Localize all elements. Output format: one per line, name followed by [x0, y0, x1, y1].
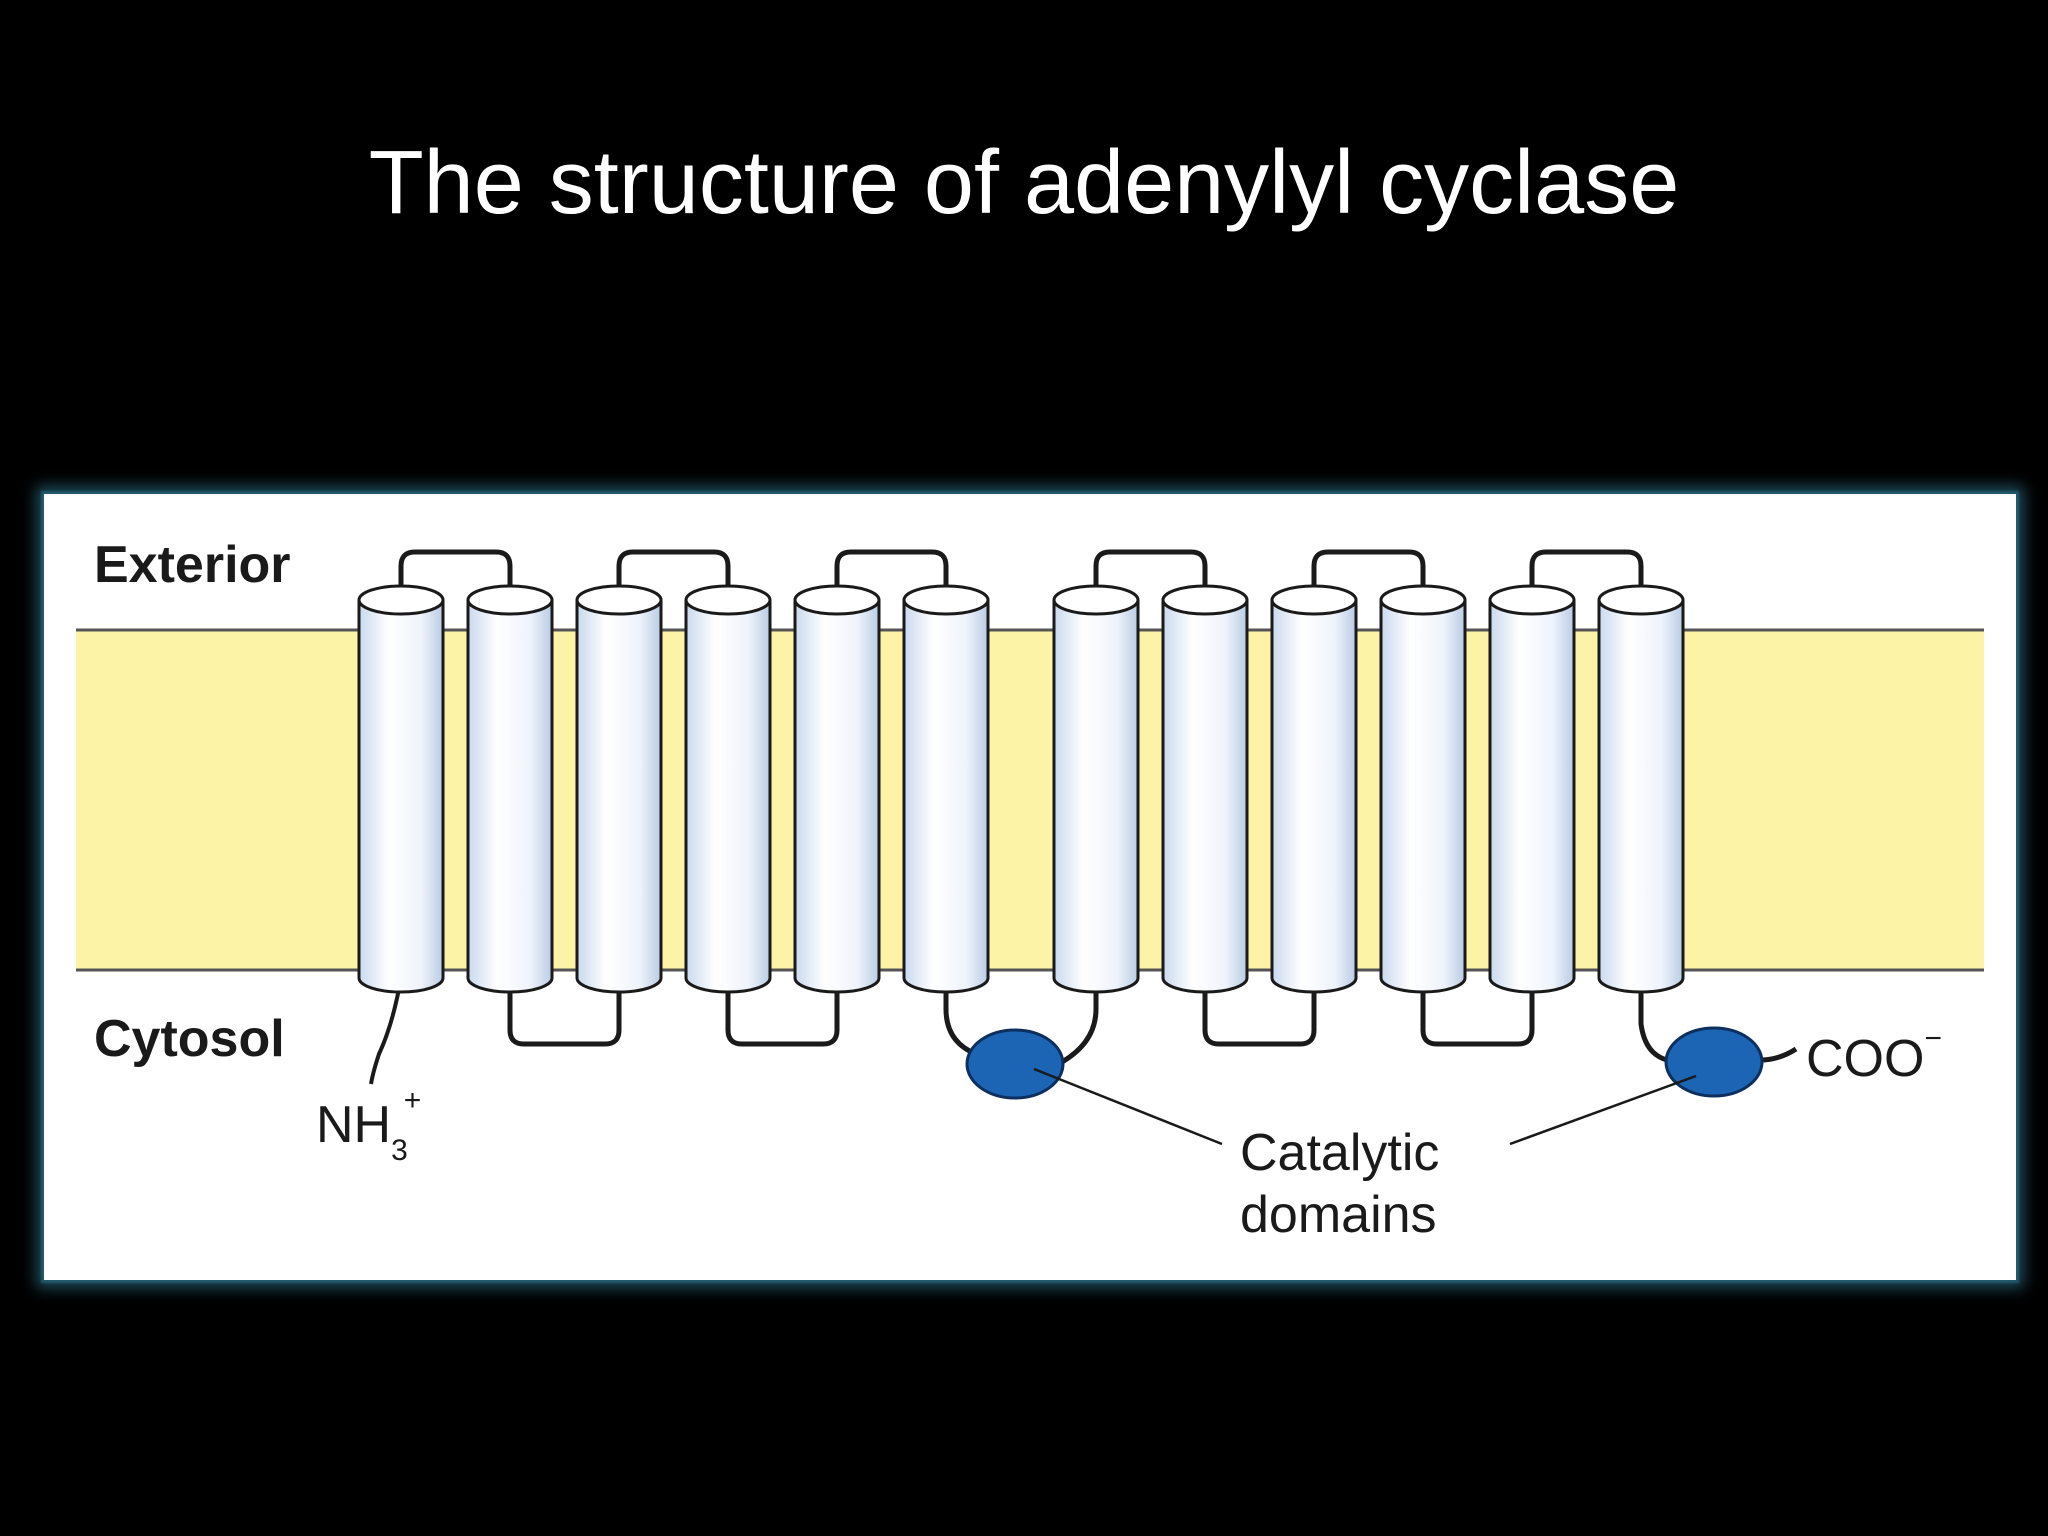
n-terminus-subscript: 3 — [391, 1134, 408, 1167]
exterior-label: Exterior — [94, 536, 291, 594]
helix-body — [1488, 600, 1576, 994]
helix-body — [1597, 600, 1685, 994]
helix-body — [357, 600, 445, 994]
slide-title: The structure of adenylyl cyclase — [368, 133, 1680, 233]
intracellular-loop-2 — [725, 978, 840, 1047]
helix-5 — [793, 584, 881, 994]
cytosol-label: Cytosol — [94, 1010, 285, 1068]
helix-cap — [1052, 584, 1140, 616]
intracellular-loop-4 — [1202, 978, 1317, 1047]
catalytic-pointer-1 — [1033, 1067, 1223, 1146]
helix-cap — [466, 584, 554, 616]
helix-body — [1161, 600, 1249, 994]
catalytic-pointer-2 — [1509, 1074, 1697, 1146]
c-terminus-label: COO− — [1806, 1022, 1942, 1088]
adenylyl-cyclase-figure: Exterior Cytosol NH3 + COO− Catalytic dom… — [44, 494, 2016, 1280]
transmembrane-helices — [357, 584, 1685, 994]
coo-tail — [1759, 1046, 1798, 1063]
extracellular-loop-4 — [1093, 549, 1208, 600]
helix-body — [1379, 600, 1467, 994]
catalytic-domain-1 — [965, 1028, 1065, 1100]
helix-body — [1270, 600, 1358, 994]
helix-cap — [793, 584, 881, 616]
helix-cap — [1270, 584, 1358, 616]
catalytic-label-line1: Catalytic — [1240, 1124, 1439, 1182]
helix-9 — [1270, 584, 1358, 994]
helix-cap — [902, 584, 990, 616]
helix-body — [684, 600, 772, 994]
helix-cap — [1161, 584, 1249, 616]
extracellular-loop-6 — [1529, 549, 1644, 600]
c-terminus-superscript: − — [1924, 1022, 1942, 1055]
helix-body — [575, 600, 663, 994]
helix-10 — [1379, 584, 1467, 994]
intracellular-loop-5 — [1420, 978, 1535, 1047]
helix-body — [1052, 600, 1140, 994]
n-terminus-superscript: + — [404, 1084, 422, 1117]
intracellular-loop-1 — [507, 978, 622, 1047]
extracellular-loop-1 — [398, 549, 513, 600]
helix-body — [902, 600, 990, 994]
helix-cap — [1379, 584, 1467, 616]
helix-6 — [902, 584, 990, 994]
n-terminus-base: NH — [316, 1096, 391, 1154]
helix-12 — [1597, 584, 1685, 994]
catalytic-label-line2: domains — [1240, 1186, 1437, 1244]
helix-11 — [1488, 584, 1576, 994]
helix-1 — [357, 584, 445, 994]
n-terminus-label: NH3 + — [316, 1084, 421, 1167]
membrane-topology-diagram: Exterior Cytosol NH3 + COO− Catalytic dom… — [76, 536, 1984, 1244]
helix-body — [793, 600, 881, 994]
helix-3 — [575, 584, 663, 994]
extracellular-loop-3 — [834, 549, 949, 600]
extracellular-loop-5 — [1311, 549, 1426, 600]
c-terminus-base: COO — [1806, 1030, 1924, 1088]
c-terminal-tail — [1638, 978, 1668, 1063]
helix-cap — [684, 584, 772, 616]
extracellular-loop-2 — [616, 549, 731, 600]
helix-cap — [357, 584, 445, 616]
helix-cap — [1488, 584, 1576, 616]
helix-2 — [466, 584, 554, 994]
helix-body — [466, 600, 554, 994]
helix-4 — [684, 584, 772, 994]
catalytic-domain-2 — [1664, 1026, 1764, 1098]
helix-7 — [1052, 584, 1140, 994]
helix-cap — [575, 584, 663, 616]
helix-cap — [1597, 584, 1685, 616]
n-terminus-tail — [369, 977, 403, 1085]
helix-8 — [1161, 584, 1249, 994]
